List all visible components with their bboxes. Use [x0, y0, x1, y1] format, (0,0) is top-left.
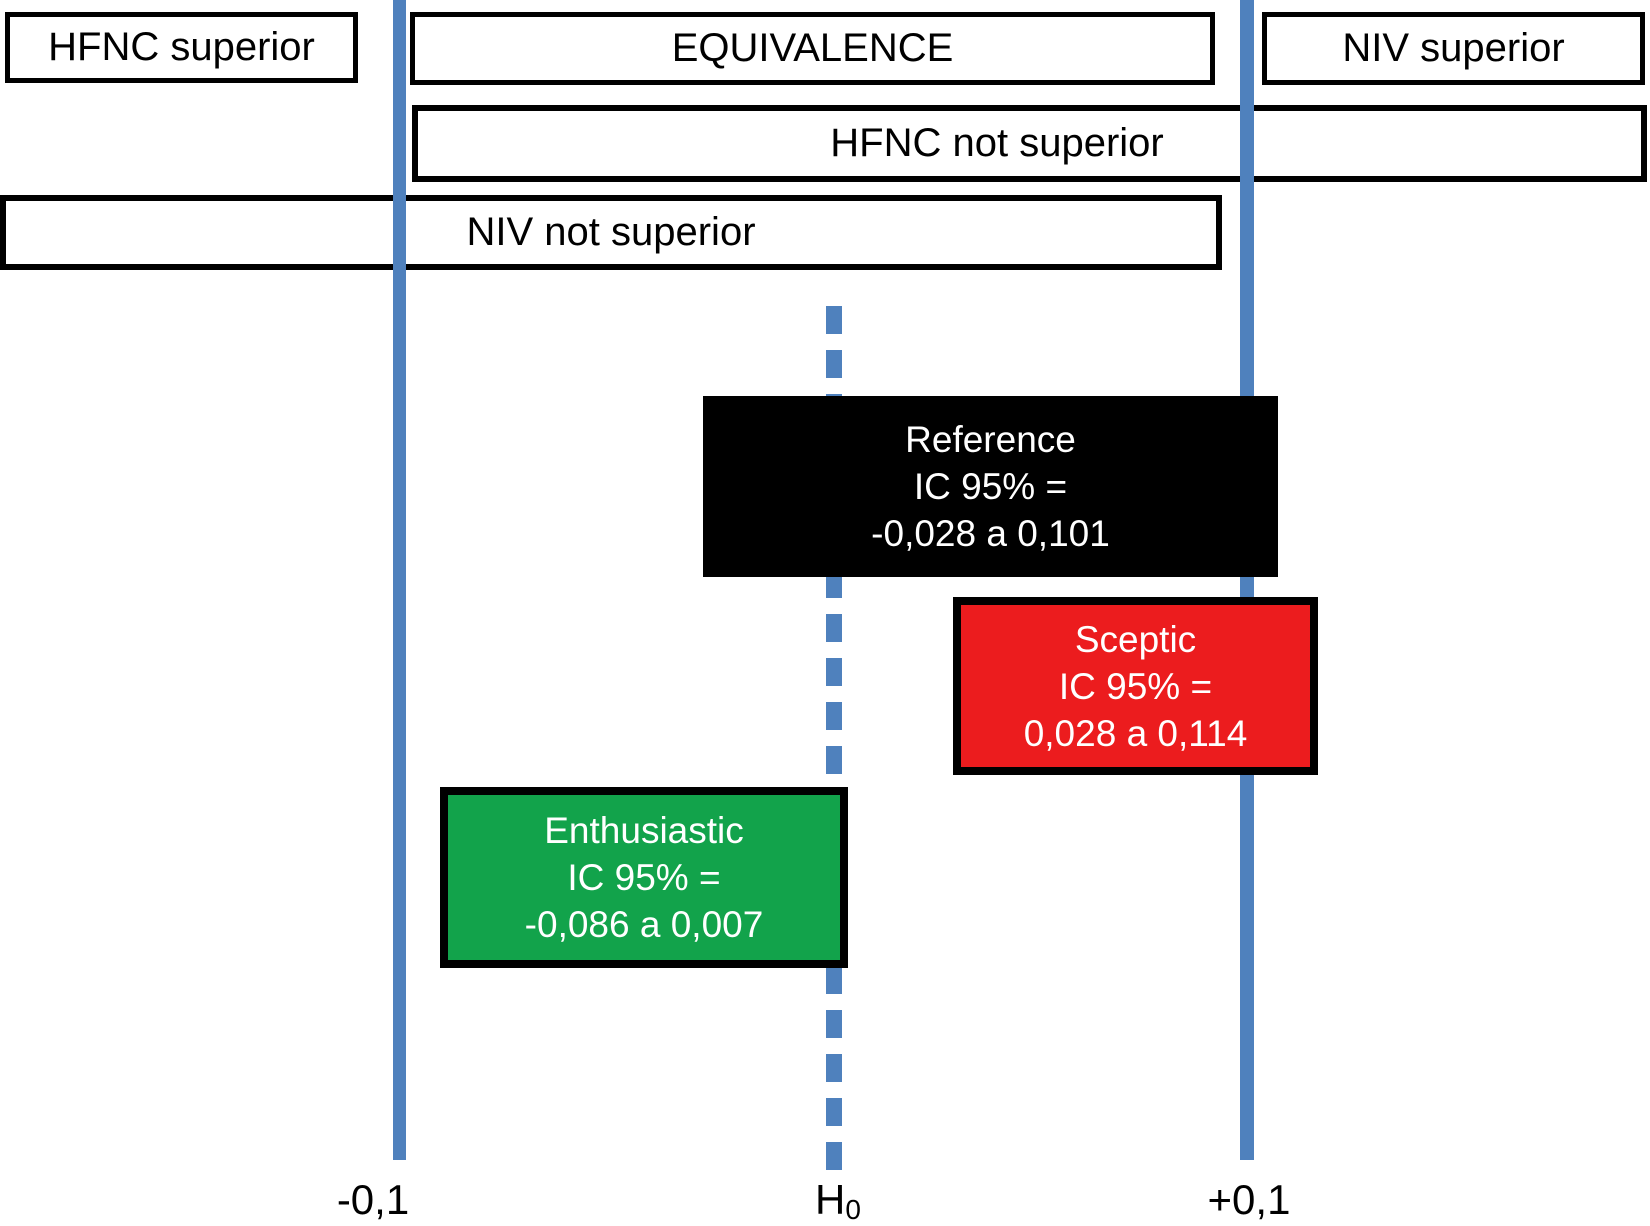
- region-label-hfnc-superior: HFNC superior: [48, 25, 315, 69]
- h0-base: H: [815, 1176, 846, 1223]
- enthusiastic-ci-box: Enthusiastic IC 95% = -0,086 a 0,007: [440, 787, 848, 968]
- sceptic-ci-line2: IC 95% =: [1058, 665, 1213, 707]
- right-equivalence-margin-line: [1240, 0, 1254, 1160]
- reference-ci-title: Reference: [905, 419, 1076, 460]
- axis-label-h0: H0: [738, 1176, 938, 1225]
- sceptic-ci-title: Sceptic: [1074, 618, 1197, 660]
- reference-ci-box: Reference IC 95% = -0,028 a 0,101: [703, 396, 1278, 577]
- axis-label-plus-0-1: +0,1: [1207, 1176, 1291, 1223]
- region-label-niv-not-superior: NIV not superior: [466, 210, 756, 254]
- region-label-equivalence: EQUIVALENCE: [671, 26, 954, 70]
- region-box-equivalence: EQUIVALENCE: [410, 12, 1215, 85]
- region-box-niv-superior: NIV superior: [1262, 12, 1645, 85]
- h0-subscript: 0: [845, 1194, 861, 1225]
- reference-ci-line2: IC 95% =: [913, 466, 1068, 507]
- region-label-hfnc-not-superior: HFNC not superior: [830, 121, 1164, 165]
- sceptic-ci-line3: 0,028 a 0,114: [1023, 712, 1248, 754]
- enthusiastic-ci-line3: -0,086 a 0,007: [524, 904, 764, 945]
- enthusiastic-ci-line2: IC 95% =: [567, 857, 721, 898]
- axis-label-minus-0-1: -0,1: [336, 1176, 410, 1223]
- sceptic-ci-box: Sceptic IC 95% = 0,028 a 0,114: [953, 597, 1318, 775]
- region-box-niv-not-superior: NIV not superior: [0, 195, 1222, 270]
- left-equivalence-margin-line: [393, 0, 406, 1160]
- region-label-niv-superior: NIV superior: [1342, 26, 1565, 70]
- reference-ci-line3: -0,028 a 0,101: [871, 513, 1110, 554]
- enthusiastic-ci-title: Enthusiastic: [544, 810, 744, 851]
- region-box-hfnc-superior: HFNC superior: [5, 12, 358, 83]
- region-box-hfnc-not-superior: HFNC not superior: [412, 105, 1647, 182]
